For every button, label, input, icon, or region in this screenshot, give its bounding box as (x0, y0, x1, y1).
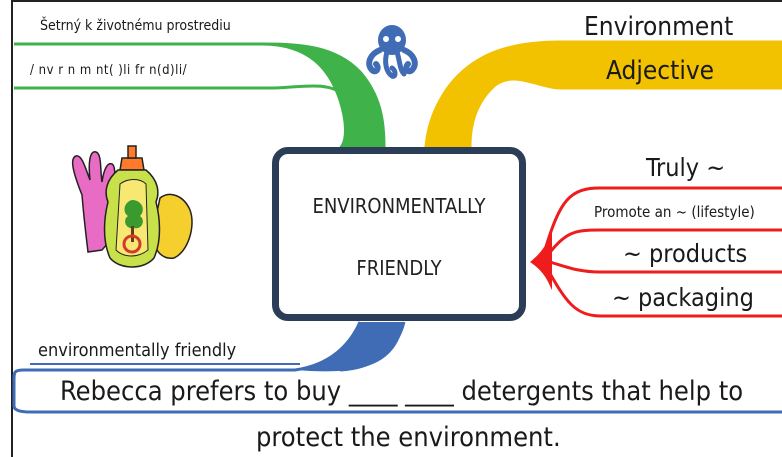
blue-branch-fill (295, 322, 404, 372)
collocation-products: ~ products (623, 239, 748, 268)
red-line-promote (546, 228, 782, 256)
frame-top-border (11, 0, 782, 2)
yellow-branch (424, 40, 782, 148)
central-topic-node: ENVIRONMENTALLY FRIENDLY (272, 147, 526, 321)
red-line-products (549, 260, 782, 274)
collocation-packaging: ~ packaging (612, 283, 754, 312)
part-of-speech-label: Adjective (606, 56, 715, 86)
example-sentence-line2: protect the environment. (256, 422, 561, 453)
example-answer-label: environmentally friendly (38, 340, 237, 361)
collocation-truly: Truly ~ (646, 153, 726, 182)
collocation-promote: Promote an ~ (lifestyle) (594, 203, 755, 221)
green-underline-2 (14, 84, 346, 97)
green-branch (14, 42, 386, 148)
red-line-packaging (546, 269, 782, 318)
word-family-label: Environment (584, 12, 734, 42)
example-sentence-line1: Rebecca prefers to buy ____ ____ deterge… (60, 376, 744, 407)
slovak-translation: Šetrný k životnému prostrediu (40, 18, 231, 34)
red-line-truly (543, 186, 782, 251)
octopus-icon (366, 25, 418, 79)
central-topic-line1: ENVIRONMENTALLY (312, 194, 486, 218)
pronunciation-text: / nv r n m nt( )li fr n(d)li/ (30, 63, 188, 78)
frame-left-border (11, 0, 13, 457)
central-topic-line2: FRIENDLY (356, 256, 442, 280)
cleaning-supplies-icon (71, 145, 193, 268)
